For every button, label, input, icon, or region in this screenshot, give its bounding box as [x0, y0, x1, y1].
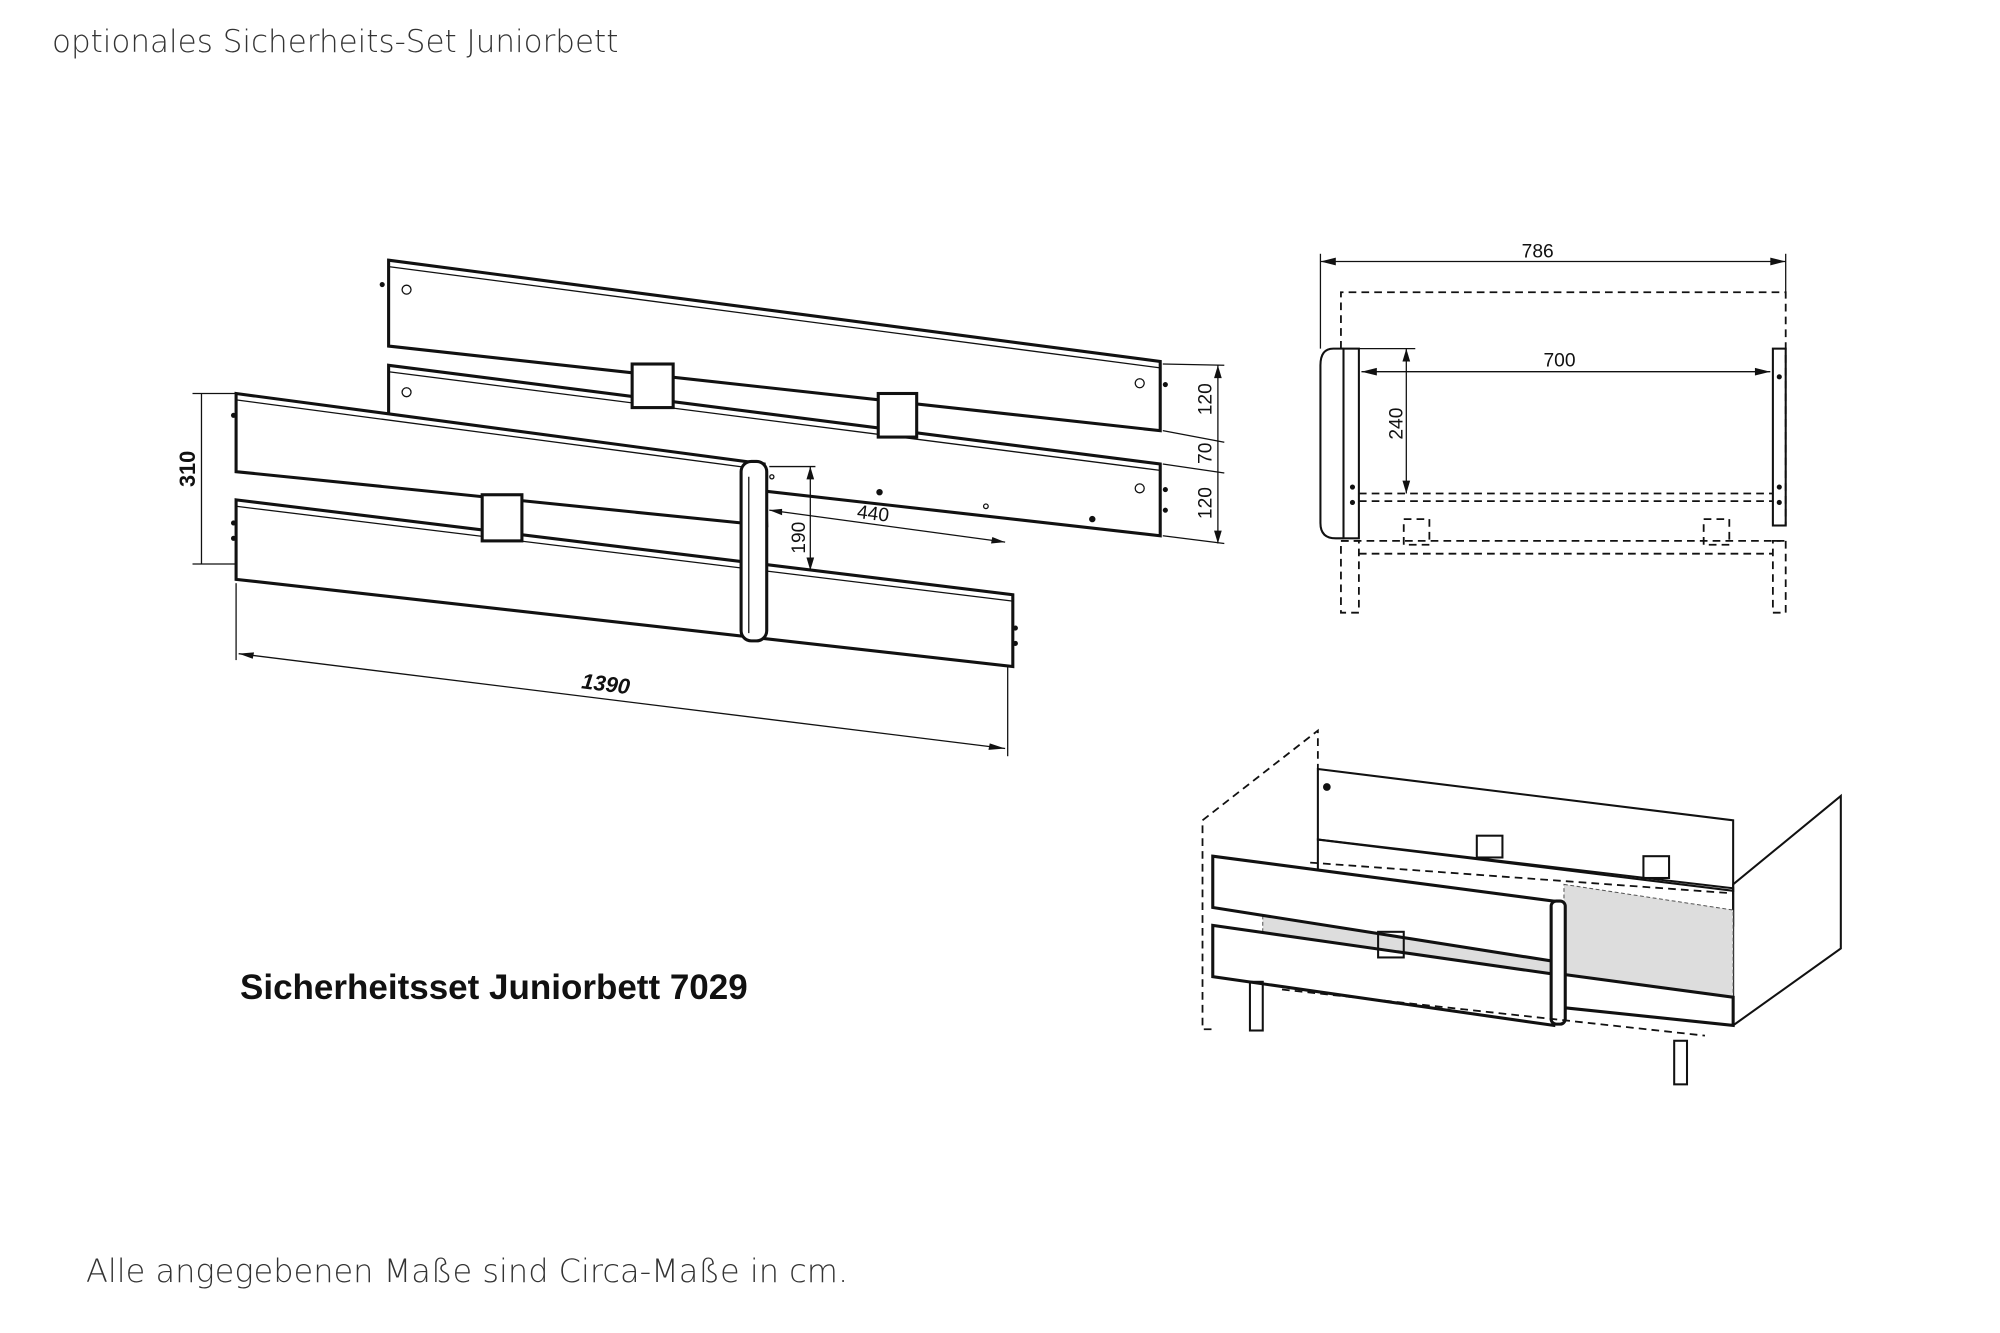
front-view: 786 700 240 — [1319, 242, 1787, 614]
safety-post — [739, 459, 769, 643]
dim-240: 240 — [1386, 408, 1407, 440]
page-title: optionales Sicherheits-Set Juniorbett — [52, 24, 619, 60]
dim-70: 70 — [1195, 443, 1216, 464]
footnote: Alle angegebenen Maße sind Circa-Maße in… — [86, 1252, 849, 1290]
dim-786: 786 — [1522, 242, 1554, 263]
dim-440: 440 — [856, 502, 890, 527]
front-lower-board — [230, 493, 1018, 669]
back-lower-board — [387, 362, 1168, 538]
dim-1390: 1390 — [580, 668, 631, 699]
product-title: Sicherheitsset Juniorbett 7029 — [240, 968, 748, 1007]
dim-190: 190 — [789, 522, 810, 554]
dim-310: 310 — [175, 451, 200, 487]
dim-120-upper: 120 — [1195, 383, 1216, 415]
dim-700: 700 — [1543, 351, 1575, 372]
back-upper-board — [379, 258, 1168, 433]
assembled-bed-view — [1201, 728, 1842, 1086]
parts-view: 310 1390 440 190 120 70 120 — [175, 258, 1225, 757]
dim-120-lower: 120 — [1195, 487, 1216, 519]
